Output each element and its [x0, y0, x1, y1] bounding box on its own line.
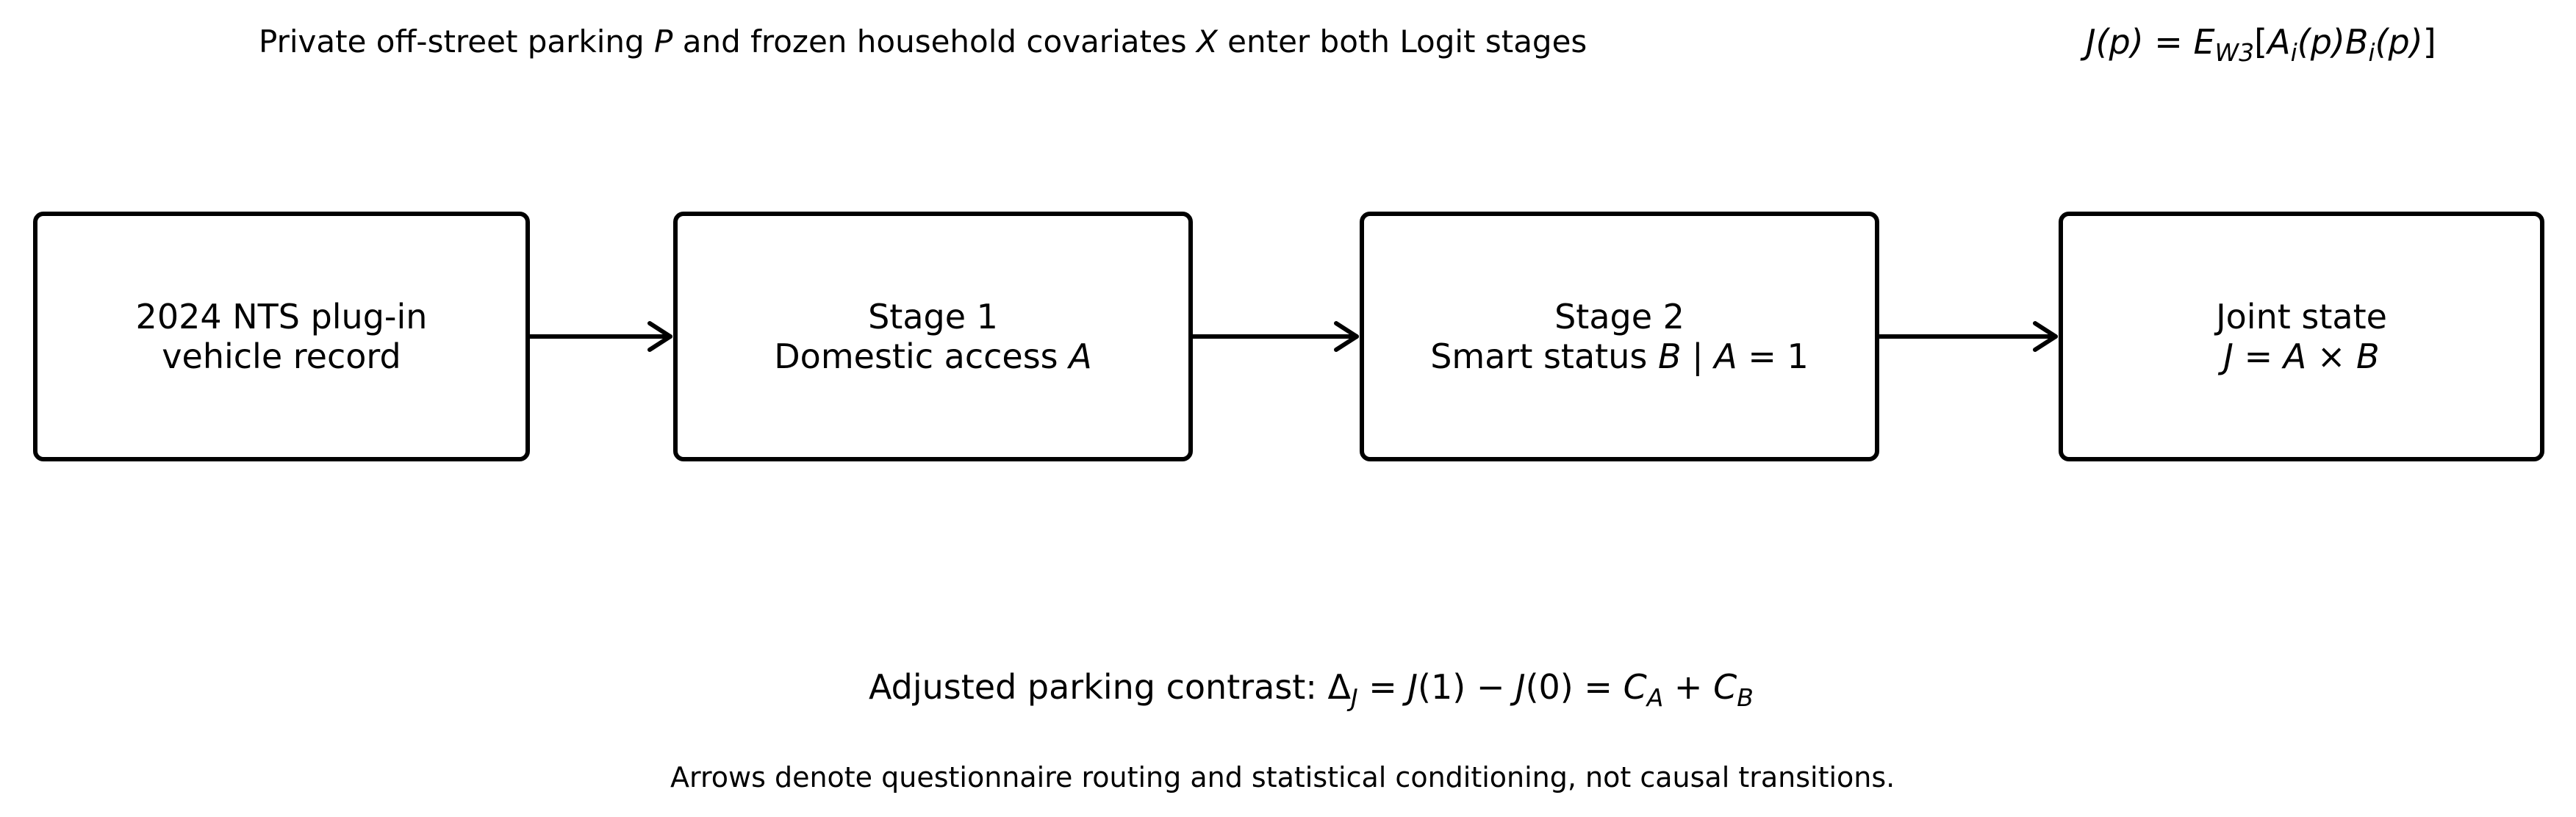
arrow-stage2-to-joint	[1874, 321, 2058, 352]
contrast-eq1: =	[1357, 667, 1408, 707]
node-stage2-line1: Stage 2	[1554, 297, 1685, 336]
contrast-plus: +	[1663, 667, 1714, 707]
node-joint-eq: =	[2233, 336, 2283, 376]
formula-lhs: J(p)	[2086, 22, 2144, 62]
caption-prefix: Private off-street parking	[259, 24, 655, 60]
contrast-ca-sub: A	[1646, 683, 1664, 712]
arrow-record-to-stage1	[525, 321, 672, 352]
diagram-caption: Private off-street parking P and frozen …	[259, 24, 1587, 60]
node-joint-var-a: A	[2283, 336, 2307, 376]
caption-suffix: enter both Logit stages	[1217, 24, 1587, 60]
node-stage2-cond: |	[1681, 336, 1715, 376]
caption-var-p: P	[654, 24, 673, 60]
formula-eq: =	[2143, 22, 2194, 62]
formula-close: ]	[2422, 22, 2436, 62]
node-joint-line2: J = A × B	[2223, 336, 2379, 376]
contrast-cb: C	[1713, 667, 1737, 707]
arrow-stage1-to-stage2	[1188, 321, 1359, 352]
formula-b-arg: (p)	[2375, 22, 2423, 62]
node-stage1-line2: Domestic access A	[774, 336, 1091, 376]
formula-a-arg: (p)	[2297, 22, 2345, 62]
contrast-j1: J	[1407, 667, 1418, 707]
diagram-footnote: Arrows denote questionnaire routing and …	[670, 761, 1895, 793]
node-stage2-line2-text: Smart status	[1430, 336, 1658, 376]
caption-var-x: X	[1196, 24, 1218, 60]
caption-middle: and frozen household covariates	[672, 24, 1197, 60]
node-joint-var-j: J	[2223, 336, 2234, 376]
node-nts-record-line1: 2024 NTS plug-in	[135, 297, 428, 336]
node-stage1-domestic-access: Stage 1 Domestic access A	[673, 212, 1193, 461]
node-nts-record-line2: vehicle record	[162, 336, 401, 376]
formula-a-term: A	[2267, 22, 2291, 62]
formula-a-sub: i	[2290, 38, 2297, 67]
node-stage2-eq: = 1	[1737, 336, 1809, 376]
node-joint-state: Joint state J = A × B	[2059, 212, 2544, 461]
node-stage2-smart-status: Stage 2 Smart status B | A = 1	[1360, 212, 1879, 461]
formula-b-sub: i	[2368, 38, 2375, 67]
contrast-delta-sub: J	[1350, 683, 1358, 712]
node-stage2-line2: Smart status B | A = 1	[1430, 336, 1809, 376]
contrast-prefix: Adjusted parking contrast:	[869, 667, 1328, 707]
contrast-j0: J	[1515, 667, 1526, 707]
node-joint-var-b: B	[2356, 336, 2380, 376]
node-joint-times: ×	[2306, 336, 2357, 376]
node-stage2-var-a: A	[1714, 336, 1737, 376]
node-stage1-var-a: A	[1069, 336, 1092, 376]
parking-contrast-equation: Adjusted parking contrast: ΔJ = J(1) − J…	[869, 667, 1754, 710]
formula-b-term: B	[2344, 22, 2369, 62]
node-nts-record: 2024 NTS plug-in vehicle record	[33, 212, 530, 461]
contrast-eq2: =	[1573, 667, 1624, 707]
joint-expectation-formula: J(p) = EW3[Ai(p)Bi(p)]	[2086, 22, 2436, 65]
node-joint-line1: Joint state	[2216, 297, 2387, 336]
contrast-j1-arg: (1)	[1418, 667, 1466, 707]
formula-expectation-sub: W3	[2214, 38, 2255, 67]
contrast-cb-sub: B	[1737, 683, 1754, 712]
contrast-minus: −	[1465, 667, 1516, 707]
contrast-ca: C	[1623, 667, 1647, 707]
formula-open: [	[2254, 22, 2268, 62]
node-stage1-line2-text: Domestic access	[774, 336, 1069, 376]
formula-expectation: E	[2193, 22, 2215, 62]
contrast-delta: Δ	[1327, 667, 1351, 707]
node-stage1-line1: Stage 1	[868, 297, 998, 336]
node-stage2-var-b: B	[1657, 336, 1682, 376]
contrast-j0-arg: (0)	[1525, 667, 1574, 707]
